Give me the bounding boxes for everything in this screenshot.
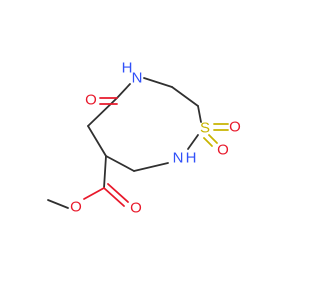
- amide-hydrogen-label: H: [122, 60, 133, 77]
- bond-c4-cester: [103, 155, 107, 189]
- bond-c3-c4: [105, 155, 135, 172]
- bond-s-o2-a: [203, 137, 213, 147]
- sulfonamide-hydrogen-label: H: [186, 150, 197, 167]
- bond-c6-n: [116, 83, 131, 99]
- ester-oxygen-label: O: [70, 199, 82, 216]
- bond-n-c3: [133, 162, 169, 172]
- sulfonamide-nitrogen-label: N: [173, 150, 184, 167]
- sulfonyl-oxygen-1-label: O: [229, 119, 241, 136]
- sulfonyl-oxygen-2-label: O: [217, 142, 229, 159]
- bond-c7-c8: [171, 86, 199, 107]
- bond-s-n: [187, 134, 199, 150]
- ketone-oxygen-label: O: [85, 92, 97, 109]
- sulfur-label: S: [200, 120, 210, 137]
- bond-c4-c5: [87, 125, 107, 157]
- bond-o-methyl: [47, 199, 69, 209]
- amide-nitrogen-label: N: [132, 70, 143, 87]
- bond-n-c7: [143, 77, 173, 88]
- bond-ester-single: [83, 187, 105, 200]
- bond-c8-s: [197, 105, 202, 123]
- bond-c5-c6: [87, 97, 118, 127]
- molecule-structure-diagram: O N H S O O N H O O: [47, 60, 241, 217]
- bond-ester-double-a: [103, 187, 125, 207]
- bond-s-o2-b: [208, 134, 218, 144]
- bond-ester-double-b: [107, 183, 129, 203]
- ester-carbonyl-oxygen-label: O: [130, 200, 142, 217]
